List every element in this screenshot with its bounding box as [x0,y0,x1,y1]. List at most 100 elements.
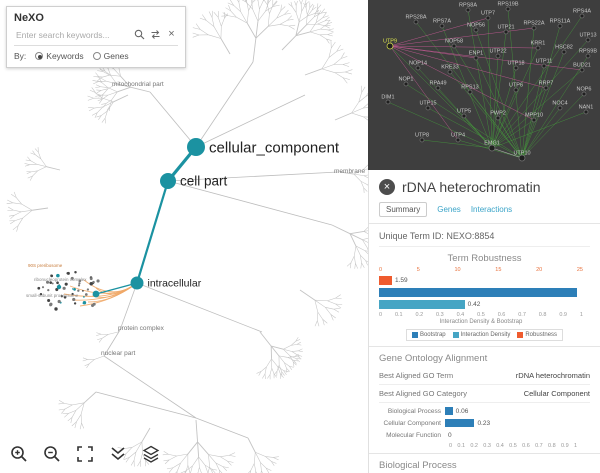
radio-keywords-circle[interactable] [35,52,44,60]
network-node[interactable] [439,23,445,29]
tree-branch-line [192,27,201,30]
network-node[interactable] [465,7,471,13]
network-node[interactable] [513,65,519,71]
tree-branch-line [228,5,231,11]
tree-branch-line [363,168,368,170]
tree-branch-line [211,17,215,27]
tab-genes[interactable]: Genes [437,205,461,214]
reset-icon[interactable] [149,28,162,41]
zoom-out-button[interactable] [41,443,63,465]
tree-branch-line [117,86,131,93]
tree-branch-line [273,373,277,378]
network-node[interactable] [473,27,479,33]
tree-branch-line [307,13,315,17]
tree-branch-line [349,262,352,269]
network-node[interactable] [503,29,509,35]
network-node[interactable] [386,42,394,50]
network-node[interactable] [579,67,585,73]
network-node[interactable] [447,69,453,75]
cluster-dot [74,270,77,274]
network-node[interactable] [473,55,479,61]
tree-branch-line [358,92,362,103]
network-node[interactable] [531,117,537,123]
cluster-dot [82,289,84,292]
network-node[interactable] [561,49,567,55]
tree-branch-line [320,28,329,31]
fit-to-screen-button[interactable] [74,443,96,465]
search-icon[interactable] [133,28,146,41]
zoom-in-button[interactable] [8,443,30,465]
network-node[interactable] [585,53,591,59]
network-node[interactable] [467,89,473,95]
tree-branch-line [11,194,17,198]
tree-branch-line [353,169,364,175]
network-node[interactable] [419,137,425,143]
network-node[interactable] [461,113,467,119]
network-node[interactable] [518,154,526,162]
tree-branch-line [101,110,108,116]
network-node[interactable] [403,81,409,87]
tree-node[interactable] [92,290,100,298]
network-node[interactable] [557,105,563,111]
tree-branch-label: nuclear part [101,350,136,357]
tree-node[interactable] [130,276,144,290]
clear-icon[interactable]: × [168,28,175,40]
network-node[interactable] [535,45,541,51]
network-node[interactable] [425,105,431,111]
tree-branch-line [176,471,178,473]
network-node[interactable] [435,85,441,91]
network-node[interactable] [579,13,585,19]
network-node[interactable] [385,99,391,105]
tab-interactions[interactable]: Interactions [470,205,513,214]
legend-label: Interaction Density [460,332,511,338]
tree-trunk-line [119,282,138,331]
network-node[interactable] [485,15,491,21]
network-node[interactable] [488,144,496,152]
network-node[interactable] [505,6,511,12]
tree-branch-line [360,180,368,185]
network-node-label: ENP1 [469,51,483,57]
tree-node[interactable] [187,138,205,156]
tree-branch-line [208,34,221,39]
tree-node[interactable] [56,284,62,290]
search-input[interactable] [14,28,130,41]
network-node[interactable] [415,65,421,71]
network-node[interactable] [541,63,547,69]
tree-branch-line [283,370,289,373]
tree-branch-line [130,460,135,466]
collapse-button[interactable] [107,443,129,465]
tree-branch-line [97,76,103,78]
tree-branch-line [301,4,306,12]
bar-fill [379,288,577,297]
network-node[interactable] [583,109,589,115]
network-node[interactable] [513,87,519,93]
network-node[interactable] [413,19,419,25]
network-node[interactable] [581,91,587,97]
network-node[interactable] [585,37,591,43]
tree-trunk-line [195,417,249,439]
network-node[interactable] [495,53,501,59]
tree-branch-line [314,300,319,313]
tab-summary[interactable]: Summary [379,202,428,217]
network-node[interactable] [451,43,457,49]
tree-branch-line [321,57,330,69]
layers-button[interactable] [140,443,162,465]
network-node[interactable] [543,85,549,91]
tree-node[interactable] [160,173,176,189]
tree-branch-line [262,373,266,379]
network-node[interactable] [495,115,501,121]
radio-keywords[interactable]: Keywords [35,51,84,61]
network-node[interactable] [557,23,563,29]
tree-branch-line [267,17,277,27]
close-icon[interactable]: × [379,179,395,195]
network-node[interactable] [455,137,461,143]
tree-branch-line [355,245,365,251]
tree-branch-line [360,262,362,269]
network-node[interactable] [531,25,537,31]
radio-genes[interactable]: Genes [92,51,129,61]
radio-genes-circle[interactable] [92,52,101,60]
